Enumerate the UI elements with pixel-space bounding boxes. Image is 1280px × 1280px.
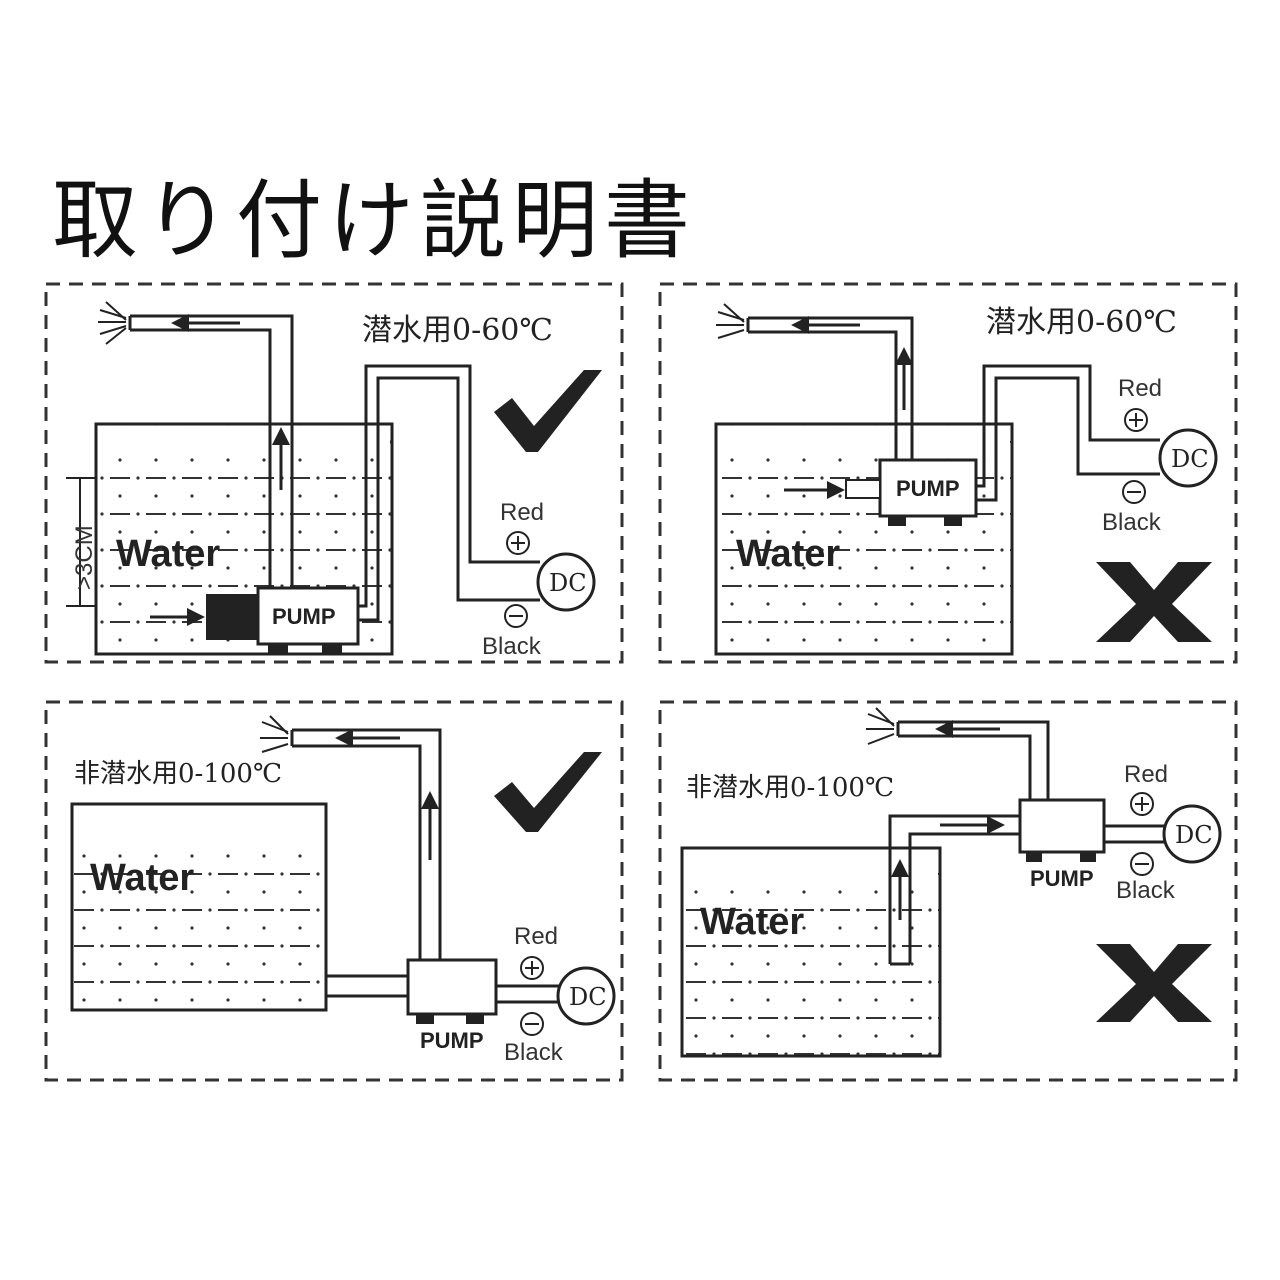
panel-2-pump-label: PUMP <box>896 476 960 501</box>
panel-4: Water PUMP DC Red Black 非潜水用0-100℃ <box>658 700 1238 1082</box>
minus-terminal-icon <box>520 1012 544 1036</box>
panel-1-pump <box>256 586 360 646</box>
panel-3-red-label: Red <box>514 923 558 950</box>
minus-terminal-icon <box>504 604 528 628</box>
panel-2-black-label: Black <box>1102 509 1162 536</box>
plus-terminal-icon <box>1130 792 1154 816</box>
panel-3-border <box>44 700 624 1082</box>
check-mark-icon <box>494 752 602 832</box>
panel-1-red-label: Red <box>500 499 544 526</box>
panel-3: Water PUMP DC Red Black 非潜水用0-100℃ <box>44 700 624 1082</box>
panel-1-dc-source <box>536 552 596 612</box>
panel-4-dc-source <box>1162 804 1222 864</box>
plus-terminal-icon <box>506 531 530 555</box>
panel-3-pump-label: PUMP <box>420 1028 484 1053</box>
panel-2-pump <box>878 458 978 518</box>
panel-4-black-label: Black <box>1116 877 1176 904</box>
panel-4-pump <box>1018 798 1106 854</box>
panel-1-intake-grille <box>206 594 258 640</box>
panel-1-temp-label: 潜水用0-60℃ <box>362 313 553 348</box>
panel-2-red-label: Red <box>1118 375 1162 402</box>
page-title: 取り付け説明書 <box>52 171 696 271</box>
panel-3-water-label: Water <box>90 857 194 899</box>
panel-3-pump <box>406 958 498 1016</box>
panel-3-dc-label: DC <box>569 983 607 1011</box>
water-spray-icon <box>98 301 127 345</box>
panel-2-dc-source <box>1158 428 1218 488</box>
panel-2-water-label: Water <box>736 533 840 575</box>
panel-3-black-label: Black <box>504 1039 564 1066</box>
panel-3-temp-label: 非潜水用0-100℃ <box>74 759 282 789</box>
panel-4-dc-label: DC <box>1175 821 1213 849</box>
panel-1-dc-label: DC <box>549 569 587 597</box>
minus-terminal-icon <box>1130 852 1154 876</box>
panel-2-temp-label: 潜水用0-60℃ <box>986 305 1177 340</box>
panel-3-dc-source <box>556 966 616 1026</box>
check-mark-icon <box>494 370 602 452</box>
panel-1-black-label: Black <box>482 633 542 660</box>
panel-1-border <box>44 282 624 664</box>
plus-terminal-icon <box>520 956 544 980</box>
panel-1-water-label: Water <box>116 533 220 575</box>
panel-4-border <box>658 700 1238 1082</box>
panel-2-border <box>658 282 1238 664</box>
panel-1: Water >3CM PUMP DC Red Black 潜水用0-6 <box>44 282 624 664</box>
plus-terminal-icon <box>1124 408 1148 432</box>
panel-4-temp-label: 非潜水用0-100℃ <box>686 773 894 803</box>
panel-4-water-label: Water <box>700 901 804 943</box>
cross-mark-icon <box>1096 944 1212 1022</box>
minus-terminal-icon <box>1122 480 1146 504</box>
water-spray-icon <box>716 303 745 339</box>
panel-2-dc-label: DC <box>1171 445 1209 473</box>
panel-4-pump-label: PUMP <box>1030 866 1094 891</box>
water-spray-icon <box>866 707 895 745</box>
panel-4-red-label: Red <box>1124 761 1168 788</box>
panel-2: Water PUMP DC Red Black 潜水用0-60℃ <box>658 282 1238 664</box>
panel-1-pump-label: PUMP <box>272 604 336 629</box>
panel-1-depth-label: >3CM <box>71 525 98 590</box>
water-spray-icon <box>260 715 289 753</box>
cross-mark-icon <box>1096 562 1212 642</box>
